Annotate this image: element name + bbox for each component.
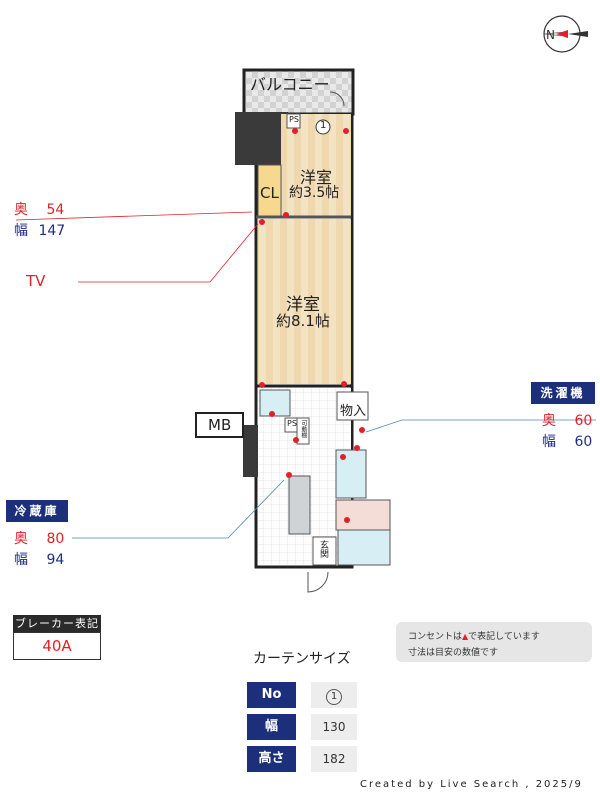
fridge-depth-value: 80	[46, 531, 65, 547]
room-western-small-name: 洋室	[300, 168, 333, 187]
curtain-key-width: 幅	[247, 714, 296, 740]
ps-mid-label: PS	[287, 419, 297, 428]
notes-line-1: コンセントは▲で表記しています	[408, 629, 540, 642]
balcony-label: バルコニー	[250, 75, 330, 94]
notes-line-2: 寸法は目安の数値です	[408, 648, 499, 658]
closet-width-label: 幅	[14, 223, 28, 239]
mb-label: MB	[208, 416, 232, 434]
room-western-large	[258, 219, 351, 384]
washer-width-label: 幅	[542, 434, 556, 450]
curtain-title: カーテンサイズ	[253, 651, 351, 667]
compass	[543, 15, 588, 53]
washer-width-row: 幅 60	[542, 431, 592, 451]
washbasin	[259, 389, 291, 417]
curtain-key-no: No	[247, 682, 296, 708]
fridge-tag: 冷蔵庫	[6, 500, 68, 522]
fridge-callout-line	[72, 479, 285, 539]
curtain-val-height: 182	[311, 746, 357, 772]
closet-callout-line	[15, 211, 253, 221]
window-marker	[315, 119, 331, 135]
fridge-width-row: 幅 94	[14, 549, 64, 569]
tv-label: TV	[26, 272, 46, 290]
notes-line-1b: で表記しています	[468, 632, 540, 642]
washer-tag: 洗濯機	[531, 382, 595, 404]
ps-top-label: PS	[289, 115, 299, 124]
outlet-marker-icon: ▲	[462, 632, 469, 641]
washer-depth-label: 奥	[542, 413, 556, 429]
washer-callout-line	[365, 419, 596, 433]
closet-label: CL	[260, 184, 279, 202]
closet-depth-row: 奥 54	[14, 199, 64, 219]
kitchen	[288, 475, 311, 535]
tv-callout-line	[78, 223, 259, 283]
closet-width-row: 幅 147	[14, 220, 65, 240]
curtain-val-width: 130	[311, 714, 357, 740]
mb-box	[195, 412, 244, 438]
credit: Created by Live Search , 2025/9	[360, 779, 583, 790]
toilet-room	[335, 499, 391, 531]
notes-line-1a: コンセントは	[408, 632, 463, 642]
room-western-large-size: 約8.1帖	[276, 312, 330, 330]
outlets	[259, 128, 365, 523]
fridge-width-value: 94	[46, 552, 65, 568]
storage-label: 物入	[340, 404, 367, 419]
fridge-depth-row: 奥 80	[14, 528, 64, 548]
curtain-val-no-text: 1	[326, 689, 342, 705]
movable-shelf-label: 可動棚	[300, 420, 307, 438]
bathtub	[337, 529, 391, 566]
ps-top	[286, 113, 301, 129]
entrance-area	[312, 536, 337, 566]
curtain-key-height: 高さ	[247, 746, 296, 772]
pillar	[235, 112, 288, 165]
window-marker-label: 1	[320, 120, 327, 131]
entrance-label: 玄関	[318, 540, 328, 558]
washer-depth-value: 60	[574, 413, 593, 429]
closet-width-value: 147	[38, 223, 66, 239]
curtain-val-no: 1	[311, 682, 357, 708]
room-western-small-size: 約3.5帖	[289, 185, 340, 201]
closet-depth-label: 奥	[14, 202, 28, 218]
washer-depth-row: 奥 60	[542, 410, 592, 430]
movable-shelf	[296, 417, 310, 445]
fridge-depth-label: 奥	[14, 531, 28, 547]
washer-width-value: 60	[574, 434, 593, 450]
room-western-large-name: 洋室	[286, 295, 320, 315]
breaker-label: ブレーカー表記	[13, 615, 101, 632]
compass-label: N	[546, 28, 555, 42]
breaker-value: 40A	[13, 632, 101, 660]
closet-depth-value: 54	[46, 202, 65, 218]
storage-in	[336, 391, 369, 421]
notes-box: コンセントは▲で表記しています 寸法は目安の数値です	[396, 622, 592, 662]
fridge-width-label: 幅	[14, 552, 28, 568]
